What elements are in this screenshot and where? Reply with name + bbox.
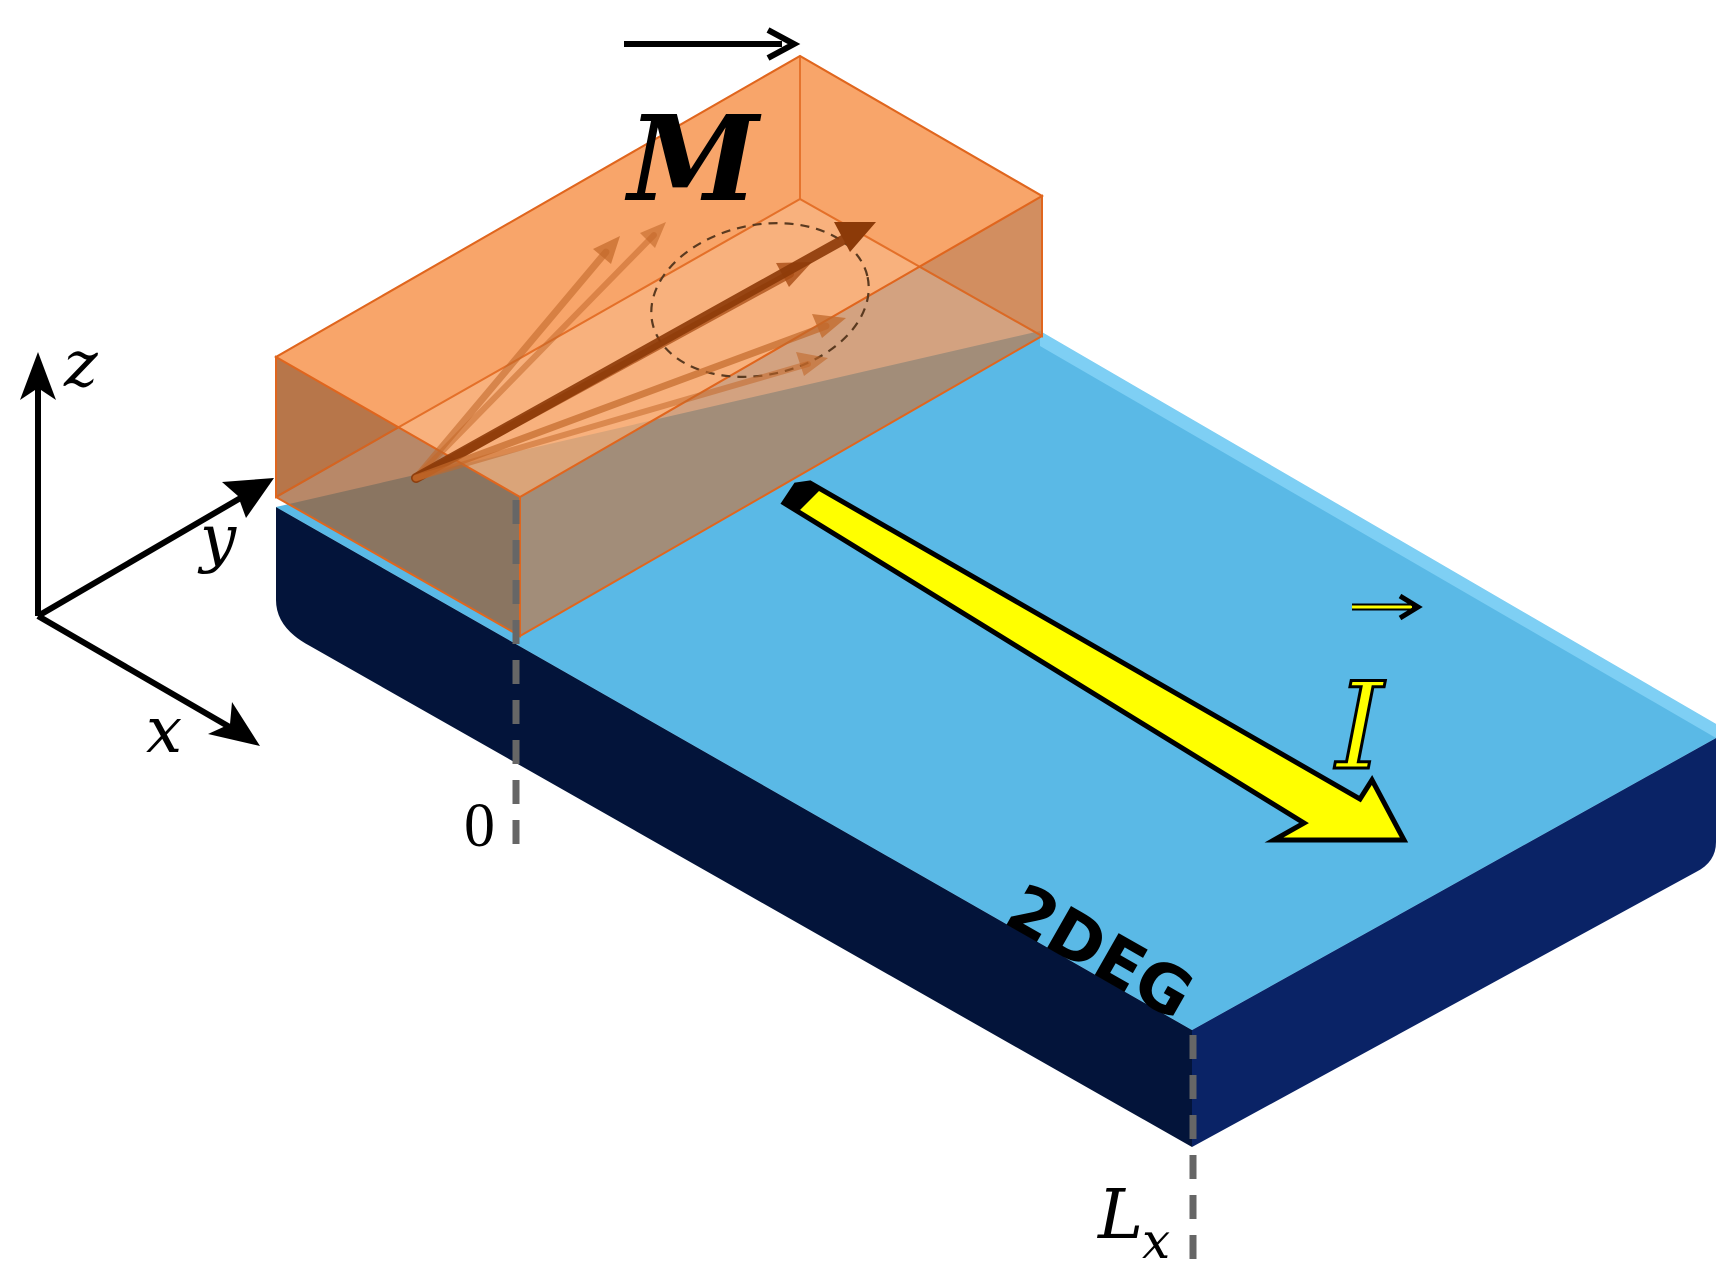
magnet-hidden-edges [275,56,1043,498]
length-label: L x [1096,1176,1170,1270]
moment-arrow [411,231,855,483]
current-arrow-tail-cap [784,483,820,510]
magnetization-vector-arrowhead [766,27,801,61]
length-label-subscript: x [1142,1212,1170,1270]
y-axis-arrowhead [222,478,274,518]
x-axis-label: x [146,694,182,768]
ferromagnet-block [273,54,1044,638]
moment-precession [411,222,876,483]
substrate-front-face [276,507,1192,1147]
y-axis-icon [36,479,270,619]
moment-arrowhead [834,222,876,252]
moment-arrow [412,322,830,482]
magnetization-label: M [624,89,762,228]
current-label: I [1334,658,1386,797]
z-axis-label: z [63,328,99,402]
moment-arrow [412,248,610,482]
magnetization-label-group: M [624,27,801,228]
current-arrow [780,480,1409,843]
origin-label: 0 [464,792,495,860]
current-vector-arrowhead [1398,593,1423,621]
moment-arrowhead [640,222,666,248]
current-label-group: I [1333,593,1423,799]
moment-arrowhead [593,236,620,264]
x-axis-icon [36,613,254,743]
substrate-right-face [1192,738,1716,1147]
current-arrow-body [780,480,1409,843]
length-label-main: L [1096,1176,1143,1255]
moment-arrowhead [796,352,828,376]
guide-lines [512,500,1197,1262]
moment-arrow [413,232,657,481]
z-axis-arrowhead [20,352,56,400]
y-axis-label: y [197,502,237,576]
x-axis-arrowhead [208,702,260,746]
substrate-top-edge [1040,331,1716,738]
moment-arrowhead [812,314,846,338]
coordinate-axes [33,360,270,743]
moment-arrow [413,361,811,481]
